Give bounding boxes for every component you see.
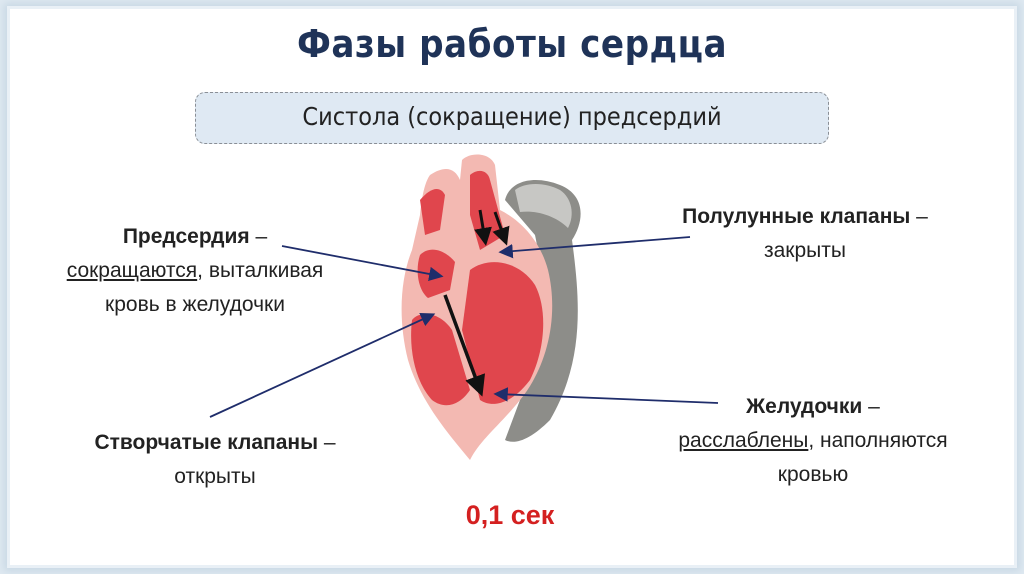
cuspid-dash: – — [318, 431, 336, 454]
atria-title: Предсердия — [122, 225, 250, 248]
label-atria: Предсердия – сокращаются, выталкивая кро… — [30, 220, 360, 322]
ventricles-dash: – — [862, 395, 880, 418]
right-ventricle — [411, 314, 470, 406]
label-ventricles: Желудочки – расслаблены, наполняются кро… — [628, 390, 998, 492]
left-atrium — [420, 188, 445, 235]
subtitle-box: Систола (сокращение) предсердий — [195, 92, 829, 144]
label-cuspid: Створчатые клапаны – открыты — [45, 426, 385, 494]
ventricles-rest: , наполняются — [808, 429, 948, 452]
phase-duration: 0,1 сек — [465, 500, 555, 530]
semilunar-dash: – — [910, 205, 928, 228]
pointer-cuspid — [209, 312, 436, 418]
atria-line2: кровь в желудочки — [105, 293, 285, 316]
ventricles-line2: кровью — [777, 463, 849, 486]
flow-arrow — [492, 211, 510, 246]
vessel-highlight — [515, 184, 572, 228]
pointer-ventricles — [493, 387, 719, 404]
subtitle: Систола (сокращение) предсердий — [302, 102, 722, 131]
ventricles-title: Желудочки — [746, 395, 863, 418]
atria-dash: – — [249, 225, 268, 248]
cuspid-title: Створчатые клапаны — [94, 431, 319, 454]
atria-rest: , выталкивая — [197, 259, 324, 282]
flow-arrow — [443, 294, 486, 397]
pointer-atria — [281, 245, 444, 282]
flow-arrow — [474, 209, 492, 246]
label-semilunar: Полулунные клапаны – закрыты — [640, 200, 970, 268]
slide-title: Фазы работы сердца — [296, 22, 728, 66]
pointer-semilunar — [498, 236, 691, 259]
semilunar-line2: закрыты — [764, 239, 846, 262]
semilunar-title: Полулунные клапаны — [682, 205, 911, 228]
ventricles-underlined: расслаблены — [678, 429, 809, 452]
left-ventricle — [462, 262, 544, 404]
atria-underlined: сокращаются — [66, 259, 198, 282]
cuspid-line2: открыты — [174, 465, 256, 488]
